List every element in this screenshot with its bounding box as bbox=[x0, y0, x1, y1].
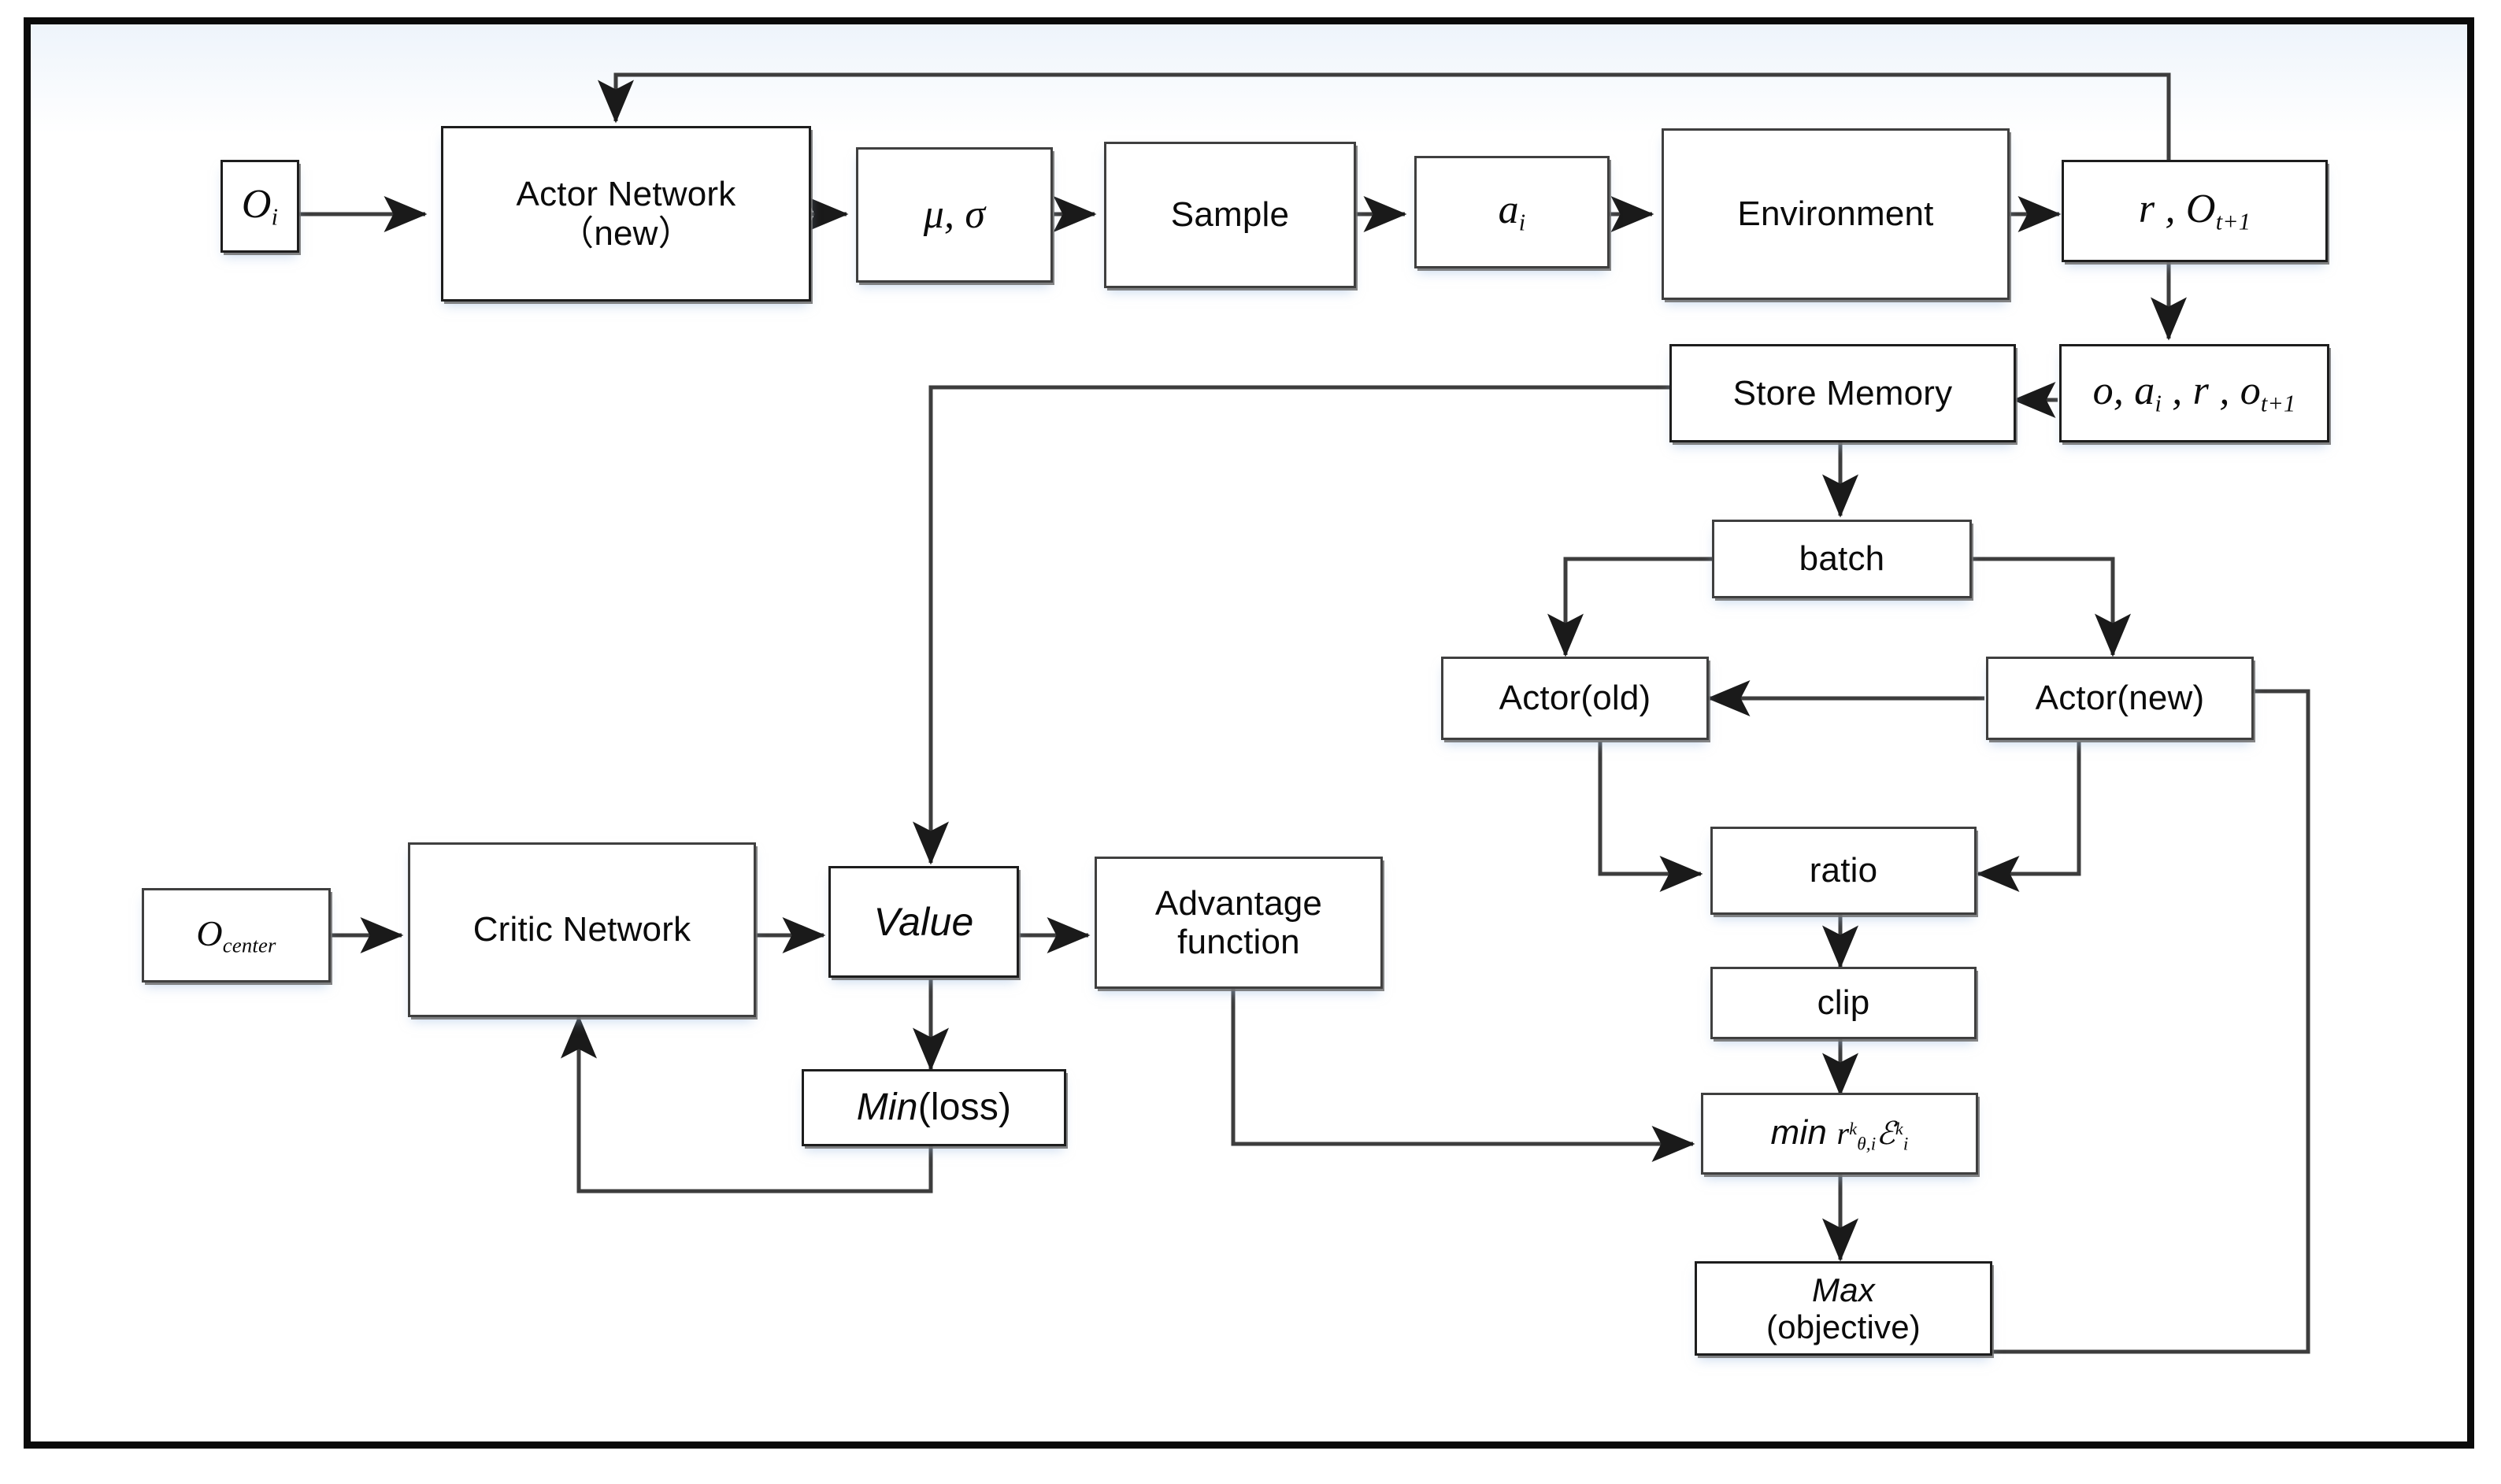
batch-label: batch bbox=[1799, 539, 1885, 579]
node-critic-network[interactable]: Critic Network bbox=[408, 842, 756, 1017]
node-max-objective[interactable]: Max (objective) bbox=[1695, 1261, 1992, 1356]
max-objective-line2: (objective) bbox=[1766, 1308, 1921, 1345]
node-advantage-function[interactable]: Advantage function bbox=[1095, 857, 1383, 989]
actor-network-line2: （new） bbox=[559, 213, 693, 253]
action-i-label: ai bbox=[1498, 187, 1526, 236]
node-action-i[interactable]: ai bbox=[1414, 156, 1610, 268]
actor-old-label: Actor(old) bbox=[1499, 679, 1651, 718]
node-min-loss[interactable]: Min(loss) bbox=[802, 1069, 1066, 1146]
node-store-memory[interactable]: Store Memory bbox=[1669, 344, 2016, 442]
node-min-objective[interactable]: min rkθ,iℰki bbox=[1701, 1093, 1978, 1175]
critic-network-label: Critic Network bbox=[472, 910, 691, 949]
node-environment[interactable]: Environment bbox=[1662, 128, 2010, 300]
node-actor-network-new[interactable]: Actor Network （new） bbox=[441, 126, 811, 302]
advantage-line2: function bbox=[1177, 923, 1300, 961]
actor-network-line1: Actor Network bbox=[516, 175, 736, 214]
node-transition-tuple[interactable]: o, ai , r , ot+1 bbox=[2059, 344, 2329, 442]
node-reward-obs[interactable]: r , Ot+1 bbox=[2062, 160, 2328, 262]
min-loss-label: Min(loss) bbox=[856, 1086, 1012, 1129]
advantage-line1: Advantage bbox=[1154, 883, 1323, 923]
node-clip[interactable]: clip bbox=[1710, 967, 1977, 1039]
actor-new-small-label: Actor(new) bbox=[2035, 679, 2205, 718]
observation-i-label: Oi bbox=[241, 181, 279, 231]
node-value[interactable]: Value bbox=[828, 866, 1019, 978]
node-actor-new-small[interactable]: Actor(new) bbox=[1986, 657, 2254, 740]
node-actor-old[interactable]: Actor(old) bbox=[1441, 657, 1709, 740]
value-label: Value bbox=[873, 900, 974, 944]
node-ratio[interactable]: ratio bbox=[1710, 827, 1977, 915]
observation-center-label: Ocenter bbox=[196, 912, 276, 957]
sample-label: Sample bbox=[1170, 195, 1290, 235]
reward-obs-label: r , Ot+1 bbox=[2138, 186, 2251, 235]
max-objective-line1: Max bbox=[1812, 1271, 1875, 1308]
clip-label: clip bbox=[1817, 983, 1870, 1023]
min-objective-label: min rkθ,iℰki bbox=[1770, 1112, 1909, 1155]
environment-label: Environment bbox=[1737, 194, 1934, 234]
node-observation-center[interactable]: Ocenter bbox=[142, 888, 331, 983]
node-observation-i[interactable]: Oi bbox=[220, 160, 299, 253]
transition-tuple-label: o, ai , r , ot+1 bbox=[2092, 368, 2296, 417]
node-mu-sigma[interactable]: μ, σ bbox=[856, 147, 1053, 283]
ratio-label: ratio bbox=[1809, 851, 1878, 890]
node-batch[interactable]: batch bbox=[1712, 520, 1972, 598]
store-memory-label: Store Memory bbox=[1732, 373, 1953, 413]
node-sample[interactable]: Sample bbox=[1104, 142, 1356, 288]
mu-sigma-label: μ, σ bbox=[923, 191, 986, 237]
